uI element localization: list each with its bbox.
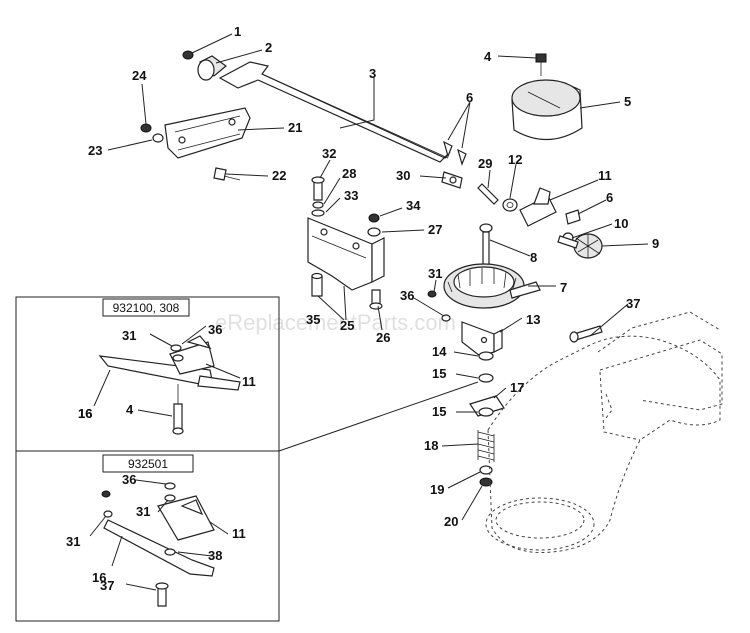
part-1-nut — [182, 50, 194, 60]
part-5-chute-cap — [511, 79, 583, 141]
callout-35: 35 — [306, 312, 320, 327]
part-15-washer-lower — [478, 407, 494, 417]
part-33-washer — [311, 209, 325, 217]
callout-24: 24 — [132, 68, 147, 83]
part-23-washer — [152, 133, 164, 143]
callout-18: 18 — [424, 438, 438, 453]
callout-21: 21 — [288, 120, 302, 135]
part-6-clips — [443, 140, 467, 166]
inset-upper-label: 932100, 308 — [113, 301, 180, 315]
callout-23: 23 — [88, 143, 102, 158]
callout-2: 2 — [265, 40, 272, 55]
inset-box-lower: 932501 — [15, 450, 280, 622]
inset-upper-callout-11: 11 — [242, 374, 256, 389]
callout-5: 5 — [624, 94, 631, 109]
inset-lower-callout-31-b: 31 — [66, 534, 80, 549]
part-13-bracket — [461, 321, 503, 357]
part-30-rod-end — [441, 171, 463, 189]
callout-10: 10 — [614, 216, 628, 231]
inset-lower-callout-16: 16 — [92, 570, 106, 585]
inset-upper-callout-36: 36 — [208, 322, 222, 337]
part-4-bolt — [535, 53, 547, 76]
callout-13: 13 — [526, 312, 540, 327]
part-7-ring-gear — [443, 263, 541, 309]
inset-lower-callout-38: 38 — [208, 548, 222, 563]
part-15-washer-upper — [478, 373, 494, 383]
inset-lower-label: 932501 — [128, 457, 168, 471]
callout-37: 37 — [626, 296, 640, 311]
part-35-spacer — [311, 272, 323, 297]
part-6-clip-right — [565, 209, 581, 225]
inset-lower-callout-37: 37 — [100, 578, 114, 593]
callout-labels: 1 2 3 4 5 6 6 7 8 9 10 11 12 13 14 15 15… — [66, 24, 659, 593]
inset-upper-callout-16: 16 — [78, 406, 92, 421]
callout-4: 4 — [484, 49, 492, 64]
inset-upper-callout-4: 4 — [126, 402, 134, 417]
callout-17: 17 — [510, 380, 524, 395]
inset-lower-callout-36: 36 — [122, 472, 136, 487]
callout-9: 9 — [652, 236, 659, 251]
callout-34: 34 — [406, 198, 421, 213]
part-19-washer — [479, 465, 493, 475]
inset-upper-parts — [98, 335, 241, 435]
callout-30: 30 — [396, 168, 410, 183]
callout-6-upper: 6 — [466, 90, 473, 105]
part-25-mounting-bracket — [307, 217, 385, 291]
part-18-spring — [477, 430, 495, 462]
callout-33: 33 — [344, 188, 358, 203]
callout-3: 3 — [369, 66, 376, 81]
callout-7: 7 — [560, 280, 567, 295]
part-9-pinion-gear — [557, 233, 603, 259]
callout-32: 32 — [322, 146, 336, 161]
inset-connector-line — [278, 381, 479, 452]
callout-11: 11 — [598, 168, 612, 183]
part-27-washer — [367, 227, 381, 237]
part-32-bolt — [311, 176, 325, 201]
callout-22: 22 — [272, 168, 286, 183]
callout-8: 8 — [530, 250, 537, 265]
callout-12: 12 — [508, 152, 522, 167]
inset-lower-callout-31-a: 31 — [136, 504, 150, 519]
callout-26: 26 — [376, 330, 390, 345]
callout-29: 29 — [478, 156, 492, 171]
callout-15-upper: 15 — [432, 366, 446, 381]
leader-lines — [89, 33, 649, 591]
callout-28: 28 — [342, 166, 356, 181]
callout-6-right: 6 — [606, 190, 613, 205]
part-22-bolt — [213, 167, 241, 181]
part-11-bracket — [519, 187, 557, 227]
part-31-nut — [427, 290, 437, 298]
part-29-pin — [477, 183, 499, 205]
callout-14: 14 — [432, 344, 447, 359]
inset-lower-callout-11: 11 — [232, 526, 246, 541]
part-26-bolt — [369, 289, 383, 310]
part-12-washer — [502, 198, 518, 212]
watermark-text: eReplacementParts.com — [215, 310, 456, 335]
callout-31: 31 — [428, 266, 442, 281]
inset-upper-callout-31: 31 — [122, 328, 136, 343]
part-34-nut — [368, 213, 380, 223]
part-14-washer — [478, 351, 494, 361]
part-28-lockwasher — [312, 201, 324, 209]
callout-1: 1 — [234, 24, 241, 39]
callout-15-lower: 15 — [432, 404, 446, 419]
part-37-bolt — [569, 325, 603, 343]
callout-25: 25 — [340, 318, 354, 333]
callout-19: 19 — [430, 482, 444, 497]
callout-27: 27 — [428, 222, 442, 237]
part-36-washer — [441, 314, 451, 322]
part-20-nut — [479, 477, 493, 487]
inset-lower-parts — [101, 482, 215, 607]
callout-16: 16 — [78, 406, 92, 421]
callout-36: 36 — [400, 288, 414, 303]
part-2-bushing — [197, 55, 227, 81]
callout-20: 20 — [444, 514, 458, 529]
part-21-bracket — [164, 107, 251, 159]
discharge-chute — [485, 311, 723, 553]
part-24-nut — [140, 123, 152, 133]
